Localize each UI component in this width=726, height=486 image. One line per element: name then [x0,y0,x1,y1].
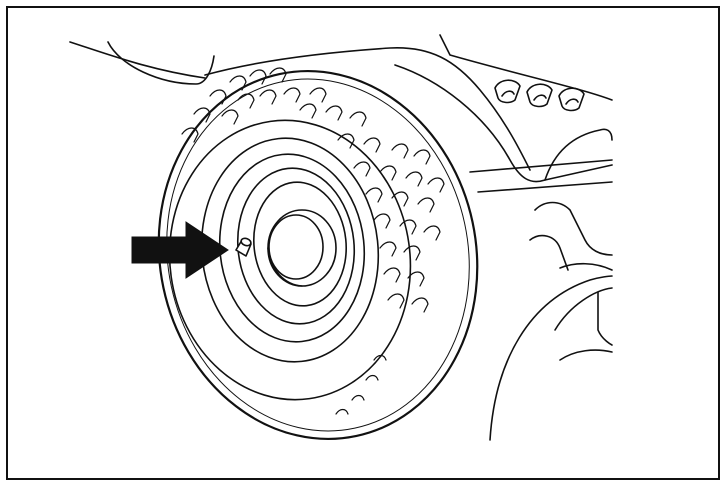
figure-frame [6,6,720,480]
tire-valve-icon [235,237,252,257]
chassis-bracket [534,201,613,256]
mower-hood [439,34,613,101]
mower-fender [394,64,613,183]
wheel-hub [267,209,337,287]
mower-body [204,47,531,171]
vent-slots [494,79,585,112]
cutting-deck [489,275,613,441]
arrow-right-icon [131,221,229,279]
rear-wheel [69,41,206,79]
front-tire [157,69,479,441]
tire-tread [181,67,445,415]
rear-wheel-rim [107,41,215,85]
tire-sidewall [168,119,412,401]
